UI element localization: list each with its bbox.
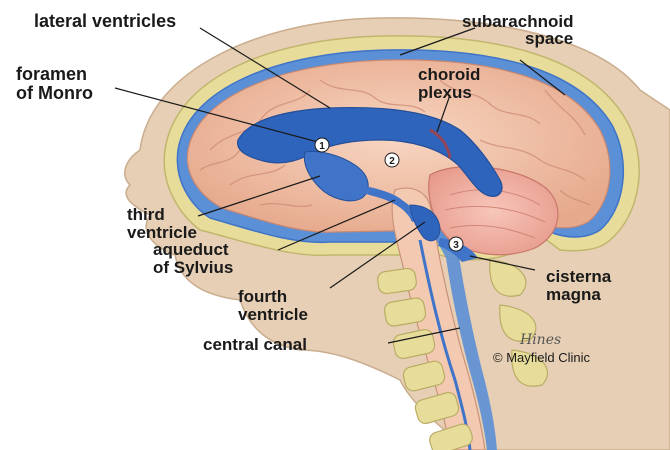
svg-text:2: 2 [389,156,395,167]
label-aqueduct-line2: of Sylvius [153,258,233,277]
label-foramen-line2: of Monro [16,83,93,103]
label-lateral-ventricles: lateral ventricles [34,11,176,31]
label-cisterna-magna-line1: cisterna [546,267,612,286]
marker-3: 3 [449,237,463,251]
label-choroid-line1: choroid [418,65,480,84]
marker-2: 2 [385,153,399,167]
label-subarachnoid-space-line2: space [525,29,573,48]
marker-1: 1 [315,138,329,152]
label-foramen-line1: foramen [16,64,87,84]
copyright-credit: © Mayfield Clinic [493,350,590,365]
label-third-ventricle-line1: third [127,205,165,224]
artist-signature: Hines [519,332,561,348]
label-aqueduct-line1: aqueduct [153,240,229,259]
label-central-canal: central canal [203,335,307,354]
label-fourth-ventricle-line2: ventricle [238,305,308,324]
label-fourth-ventricle-line1: fourth [238,287,287,306]
label-choroid-line2: plexus [418,83,472,102]
svg-text:1: 1 [319,141,325,152]
label-cisterna-magna-line2: magna [546,285,601,304]
svg-text:3: 3 [453,240,459,251]
